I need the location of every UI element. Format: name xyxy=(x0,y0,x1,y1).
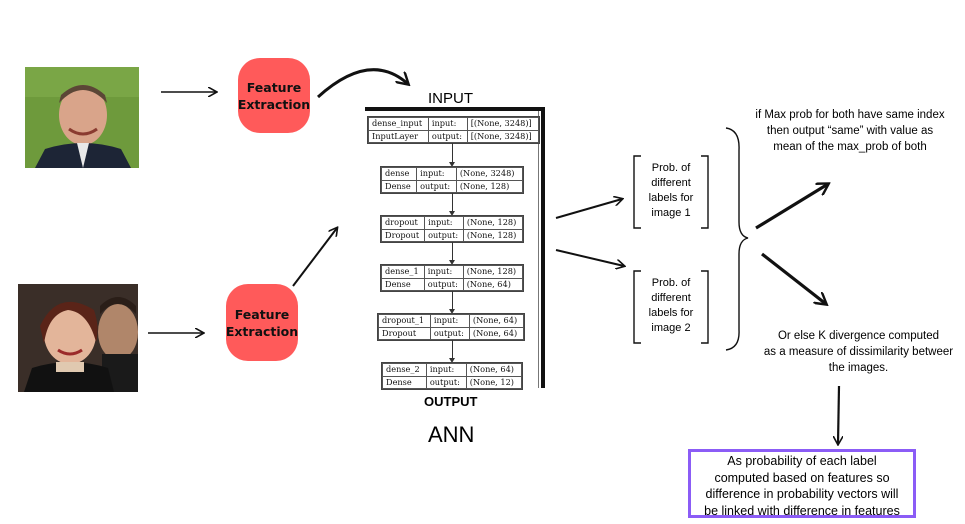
text-line: Prob. of xyxy=(651,277,691,289)
text-line: computed based on features so xyxy=(714,470,890,485)
text-line: mean of the max_prob of both xyxy=(773,141,927,153)
prob-image2-text: Prob. of different labels for image 2 xyxy=(636,276,706,336)
layer-io-label: output: xyxy=(416,179,457,193)
arrow-model-to-prob1 xyxy=(555,199,622,219)
face-photo-2 xyxy=(18,284,138,392)
text-line: the images. xyxy=(828,362,889,374)
input-title: INPUT xyxy=(428,90,473,107)
text-line: Prob. of xyxy=(651,162,691,174)
note-divergence: Or else K divergence computed as a measu… xyxy=(752,328,965,376)
ann-title: ANN xyxy=(428,422,475,447)
note-box-conclusion: As probability of each label computed ba… xyxy=(688,449,916,518)
text-line: labels for xyxy=(648,307,694,319)
text-line: if Max prob for both have same index xyxy=(755,109,945,121)
output-title: OUTPUT xyxy=(424,394,478,409)
feature-extraction-label: Feature xyxy=(234,306,290,322)
text-line: labels for xyxy=(648,192,694,204)
text-line: difference in probability vectors will xyxy=(705,487,899,501)
layer-shape: (None, 64) xyxy=(468,326,525,340)
text-line: Or else K divergence computed xyxy=(777,330,940,342)
layer-io-label: output: xyxy=(425,375,467,389)
text-line: different xyxy=(651,177,691,189)
arrow-model-to-prob2 xyxy=(555,249,624,266)
layer-shape: (None, 128) xyxy=(455,179,524,193)
arrow-fe2-to-model xyxy=(292,228,337,287)
layer-type: Dropout xyxy=(380,228,426,242)
layer-shape: (None, 128) xyxy=(462,228,524,242)
text-line: be linked with difference in features xyxy=(704,503,900,518)
text-line: then output “same” with value as xyxy=(766,125,934,137)
feature-extraction-label: Extraction xyxy=(237,96,311,112)
ann-model-diagram xyxy=(365,107,545,388)
arrow-to-same xyxy=(755,184,828,230)
curly-brace xyxy=(725,127,749,351)
face-photo-1 xyxy=(25,67,139,168)
bracket-prob1 xyxy=(633,155,709,229)
feature-extraction-label: Extraction xyxy=(225,323,299,339)
layer-type: Dense xyxy=(380,179,418,193)
text-line: as a measure of dissimilarity betweer xyxy=(763,346,954,358)
text-line: As probability of each label xyxy=(727,454,877,468)
layer-type: InputLayer xyxy=(368,129,429,143)
layer-shape: (None, 12) xyxy=(465,375,523,389)
layer-shape: (None, 64) xyxy=(462,277,524,291)
feature-extraction-label: Feature xyxy=(246,79,302,95)
arrow-to-note-box xyxy=(838,385,839,444)
layer-io-label: output: xyxy=(429,326,470,340)
layer-shape: [(None, 3248)] xyxy=(466,129,540,143)
text-line: different xyxy=(651,292,691,304)
prob-image1-text: Prob. of different labels for image 1 xyxy=(636,161,706,221)
bracket-prob2 xyxy=(633,270,709,344)
note-same-index: if Max prob for both have same index the… xyxy=(740,107,960,155)
arrow-to-divergence xyxy=(761,252,826,304)
text-line: image 2 xyxy=(651,322,691,334)
arrow-fe1-to-model xyxy=(316,68,408,99)
text-line: image 1 xyxy=(651,207,691,219)
